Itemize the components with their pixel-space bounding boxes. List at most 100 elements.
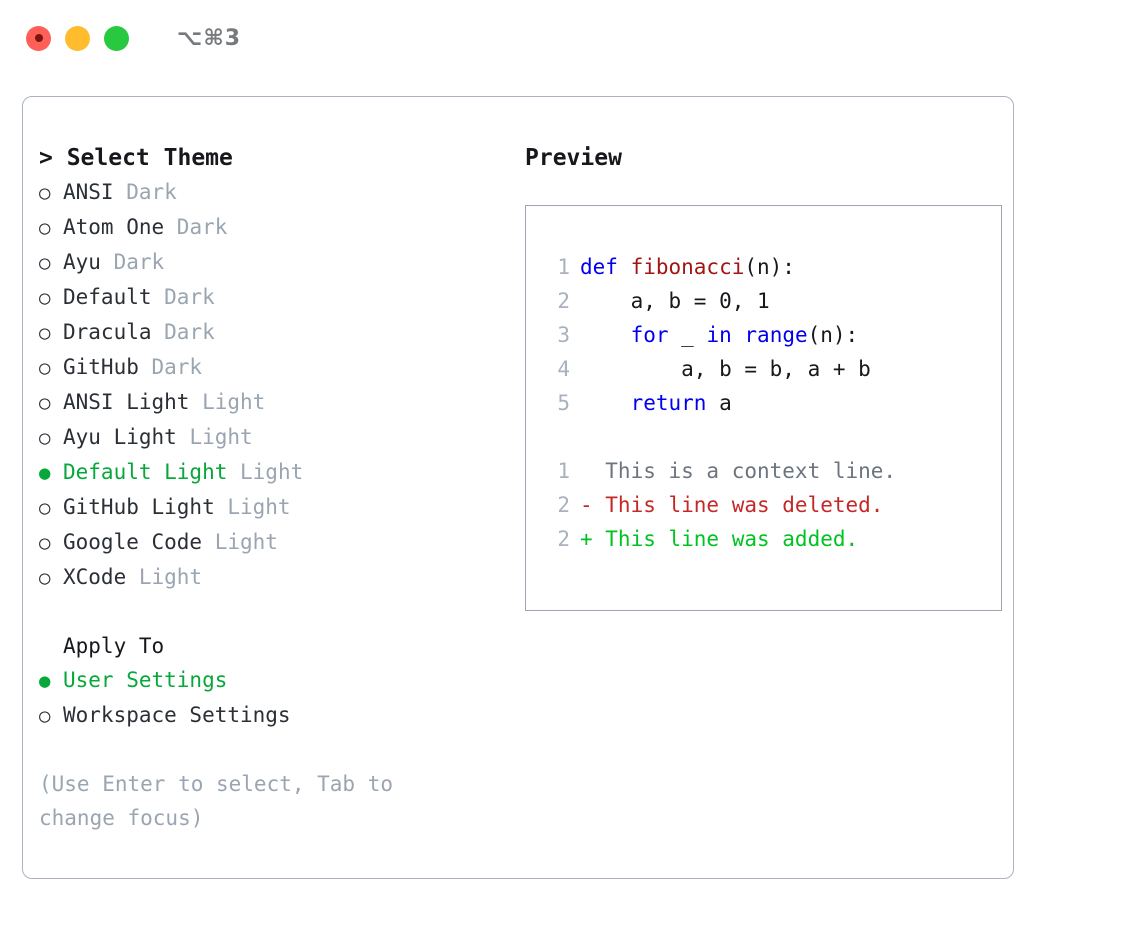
code-token-plain: (n): (807, 323, 859, 347)
theme-option-atom-one[interactable]: ○ Atom One Dark (39, 210, 493, 245)
radio-unselected-icon: ○ (39, 287, 51, 309)
apply-to-list: ● User Settings ○ Workspace Settings (39, 663, 493, 733)
apply-to-option-user-settings[interactable]: ● User Settings (39, 663, 493, 698)
radio-unselected-icon: ○ (39, 322, 51, 344)
theme-option-tag: Dark (151, 285, 215, 309)
theme-option-default[interactable]: ○Default Dark (39, 280, 493, 315)
code-token-plain (732, 323, 745, 347)
apply-to-heading: Apply To (63, 634, 165, 658)
radio-unselected-icon: ○ (39, 357, 51, 379)
code-token-plain: a (706, 391, 732, 415)
theme-option-tag: Dark (151, 320, 215, 344)
radio-unselected-icon: ○ (39, 705, 51, 727)
theme-option-tag: Light (126, 565, 203, 589)
apply-to-option-workspace-settings[interactable]: ○ Workspace Settings (39, 698, 493, 733)
code-line-text: a, b = 0, 1 (580, 284, 770, 318)
theme-option-label: ANSI (63, 180, 114, 204)
theme-option-label: Dracula (63, 320, 152, 344)
diff-line: 1 This is a context line. (538, 454, 1001, 488)
theme-option-label: Ayu (63, 250, 101, 274)
diff-sample: 1 This is a context line.2- This line wa… (538, 454, 1001, 556)
code-line: 5 return a (538, 386, 1001, 420)
line-number: 4 (557, 357, 570, 381)
main-panel: > Select Theme ○ANSI Dark○Atom One Dark○… (22, 96, 1014, 879)
line-number: 2 (557, 527, 570, 551)
radio-unselected-icon: ○ (39, 182, 51, 204)
theme-option-xcode[interactable]: ○ XCode Light (39, 560, 493, 595)
keyboard-hint: (Use Enter to select, Tab to change focu… (39, 772, 406, 830)
theme-option-tag: Dark (113, 180, 177, 204)
radio-unselected-icon: ○ (39, 427, 51, 449)
code-token-kw: in (706, 323, 732, 347)
theme-option-label: GitHub Light (63, 495, 215, 519)
code-token-plain (580, 323, 631, 347)
theme-option-label: XCode (63, 565, 127, 589)
diff-line: 2 + This line was added. (538, 522, 1001, 556)
theme-option-tag: Light (227, 460, 304, 484)
line-number: 5 (557, 391, 570, 415)
apply-to-option-label: User Settings (63, 668, 228, 692)
preview-title: Preview (525, 145, 622, 171)
code-token-plain: a, b = b, a + b (580, 357, 871, 381)
theme-option-tag: Dark (100, 250, 165, 274)
theme-option-label: ANSI Light (63, 390, 190, 414)
code-token-kw: return (630, 391, 707, 415)
code-line: 1 def fibonacci(n): (538, 250, 1001, 284)
theme-option-tag: Dark (164, 215, 228, 239)
radio-unselected-icon: ○ (39, 567, 51, 589)
theme-option-tag: Light (202, 530, 278, 554)
code-token-plain: a, b = 0, 1 (580, 289, 770, 313)
theme-option-dracula[interactable]: ○ Dracula Dark (39, 315, 493, 350)
traffic-light-group (26, 25, 129, 51)
theme-option-tag: Dark (138, 355, 203, 379)
minimize-window-icon[interactable] (65, 25, 90, 51)
code-token-fn: fibonacci (630, 255, 745, 279)
code-line-text: def fibonacci(n): (580, 250, 795, 284)
maximize-window-icon[interactable] (104, 25, 129, 51)
theme-option-label: Ayu Light (63, 425, 177, 449)
theme-option-tag: Light (214, 495, 291, 519)
diff-line: 2- This line was deleted. (538, 488, 1001, 522)
theme-option-github[interactable]: ○ GitHub Dark (39, 350, 493, 385)
code-diff-spacer (538, 420, 1001, 454)
radio-selected-icon: ● (39, 462, 51, 484)
theme-option-label: GitHub (63, 355, 139, 379)
theme-option-github-light[interactable]: ○ GitHub Light Light (39, 490, 493, 525)
line-number: 1 (557, 459, 570, 483)
radio-unselected-icon: ○ (39, 532, 51, 554)
theme-option-ayu[interactable]: ○ Ayu Dark (39, 245, 493, 280)
radio-unselected-icon: ○ (39, 392, 51, 414)
theme-picker-column: > Select Theme ○ANSI Dark○Atom One Dark○… (23, 141, 493, 878)
theme-option-label: Google Code (63, 530, 203, 554)
close-window-icon[interactable] (26, 25, 51, 51)
theme-option-label: Default Light (63, 460, 228, 484)
page-title: > Select Theme (39, 145, 233, 171)
window-title: ⌥⌘3 (177, 25, 242, 51)
code-token-plain (580, 391, 631, 415)
theme-option-ansi[interactable]: ○ ANSI Dark (39, 175, 493, 210)
theme-option-ansi-light[interactable]: ○ ANSI Light Light (39, 385, 493, 420)
theme-option-label: Atom One (63, 215, 165, 239)
radio-selected-icon: ● (39, 670, 51, 692)
line-number: 2 (557, 289, 570, 313)
theme-option-default-light[interactable]: ● Default Light Light (39, 455, 493, 490)
line-number: 1 (557, 255, 570, 279)
code-token-kw: range (744, 323, 808, 347)
apply-to-option-label: Workspace Settings (63, 703, 291, 727)
diff-line-text: + This line was added. (580, 527, 859, 551)
theme-option-ayu-light[interactable]: ○ Ayu Light Light (39, 420, 493, 455)
radio-unselected-icon: ○ (39, 252, 51, 274)
code-token-kw: for (630, 323, 669, 347)
code-line-text: return a (580, 386, 732, 420)
code-line: 2 a, b = 0, 1 (538, 284, 1001, 318)
theme-option-tag: Light (189, 390, 266, 414)
theme-list: ○ANSI Dark○Atom One Dark○Ayu Dark○Defaul… (39, 175, 493, 595)
section-spacer (39, 595, 493, 629)
theme-option-google-code[interactable]: ○ Google Code Light (39, 525, 493, 560)
line-number: 3 (557, 323, 570, 347)
radio-unselected-icon: ○ (39, 217, 51, 239)
theme-option-tag: Light (176, 425, 253, 449)
radio-unselected-icon: ○ (39, 497, 51, 519)
